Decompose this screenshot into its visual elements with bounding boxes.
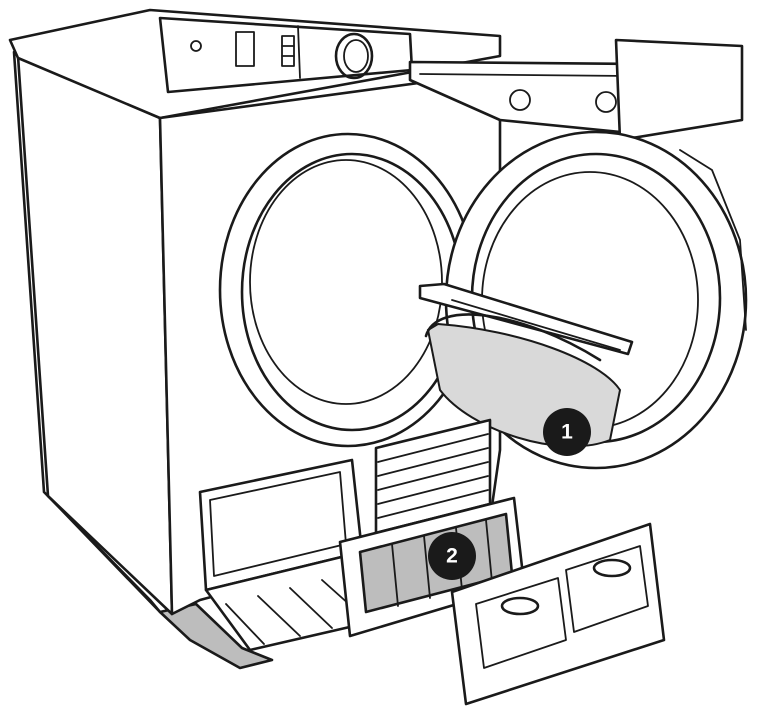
callout-2-label: 2	[446, 545, 458, 568]
dryer-plinth	[158, 602, 274, 670]
water-container-handle	[614, 38, 744, 142]
dryer-side-face	[16, 54, 174, 616]
control-buttons	[281, 35, 295, 67]
power-indicator-icon	[190, 40, 202, 52]
display-window	[235, 31, 255, 67]
filter-cover-handle-right	[592, 558, 632, 578]
callout-1-badge	[543, 408, 591, 456]
filter-cover-handle-left	[500, 596, 540, 616]
program-knob	[334, 32, 374, 80]
callout-1-label: 1	[561, 421, 573, 444]
callout-2-badge	[428, 532, 476, 580]
filter-cover-panel	[450, 522, 666, 706]
filter-cover-slot-left	[475, 577, 567, 669]
callout-2: 2	[428, 532, 476, 580]
callout-1: 1	[543, 408, 591, 456]
filter-cover-slot-right	[565, 545, 649, 633]
door-filter-frame	[424, 313, 602, 362]
water-container-drawer	[408, 60, 642, 136]
door-filter-tray	[418, 282, 634, 356]
